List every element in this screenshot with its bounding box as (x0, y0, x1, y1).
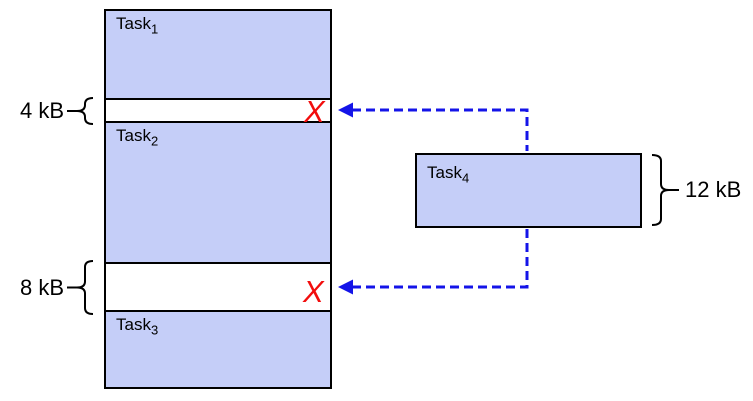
free-gap-8kb (106, 262, 330, 312)
brace-12kb (651, 154, 670, 226)
task1-label: Task1 (106, 11, 330, 37)
task1-subscript: 1 (150, 21, 159, 37)
task4-name: Task (427, 163, 462, 182)
free-gap-4kb (106, 98, 330, 123)
task3-subscript: 3 (150, 322, 159, 338)
task4-block: Task4 (415, 153, 642, 228)
task4-subscript: 4 (461, 170, 470, 186)
arrowhead-8kb-icon (338, 279, 353, 295)
task4-size-label: 12 kB (685, 177, 742, 202)
brace-4kb (76, 97, 94, 125)
gap-4kb-size-label: 4 kB (19, 98, 64, 123)
brace-8kb (76, 260, 94, 315)
memory-column: Task1 Task2 Task3 (104, 9, 332, 389)
task4-label: Task4 (417, 155, 640, 186)
task1-name: Task (116, 14, 151, 33)
gap-8kb-size-label: 8 kB (19, 275, 64, 300)
task2-label: Task2 (106, 123, 330, 149)
task3-name: Task (116, 315, 151, 334)
arrow-to-4kb-gap (352, 108, 529, 151)
task2-name: Task (116, 126, 151, 145)
task1-block: Task1 (106, 11, 330, 98)
task3-label: Task3 (106, 312, 330, 338)
task2-subscript: 2 (150, 133, 159, 149)
arrow-to-8kb-gap (352, 229, 529, 289)
task3-block: Task3 (106, 312, 330, 387)
arrowhead-4kb-icon (338, 102, 353, 118)
task2-block: Task2 (106, 123, 330, 262)
